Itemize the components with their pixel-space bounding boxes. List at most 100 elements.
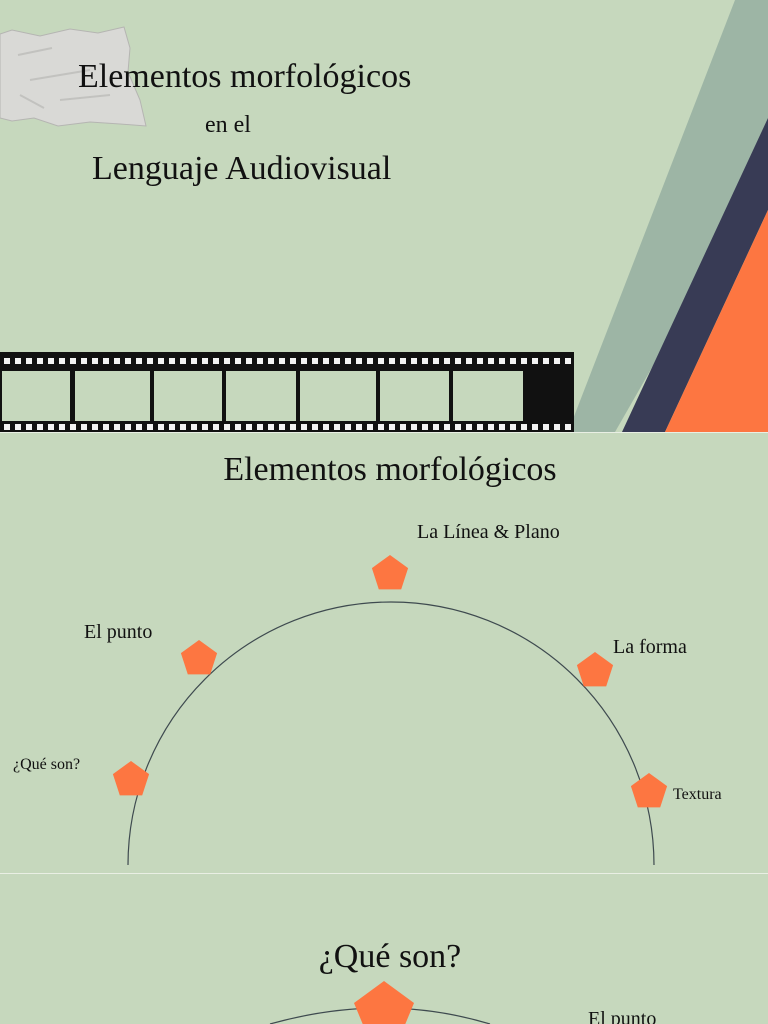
film-perforation bbox=[532, 424, 538, 430]
film-frame bbox=[154, 371, 222, 421]
film-perforation bbox=[400, 358, 406, 364]
film-perforation bbox=[477, 424, 483, 430]
film-perforation bbox=[323, 358, 329, 364]
film-perforation bbox=[279, 358, 285, 364]
label-el-punto: El punto bbox=[84, 621, 153, 643]
film-perforation bbox=[521, 424, 527, 430]
film-perforation bbox=[422, 358, 428, 364]
label-linea-plano: La Línea & Plano bbox=[417, 521, 560, 543]
film-perforation bbox=[246, 424, 252, 430]
slide-heading: ¿Qué son? bbox=[318, 938, 462, 975]
film-perforation bbox=[202, 424, 208, 430]
film-perforation bbox=[147, 424, 153, 430]
slide-heading: Elementos morfológicos bbox=[223, 451, 557, 488]
film-perforation bbox=[169, 424, 175, 430]
film-perforation bbox=[136, 358, 142, 364]
film-perforation bbox=[169, 358, 175, 364]
film-perforation bbox=[411, 358, 417, 364]
film-frame bbox=[453, 371, 523, 421]
film-perforation bbox=[37, 424, 43, 430]
film-frame bbox=[75, 371, 150, 421]
slide-divider bbox=[0, 873, 768, 874]
film-perforation bbox=[444, 358, 450, 364]
film-perforation bbox=[554, 424, 560, 430]
film-perforation bbox=[312, 358, 318, 364]
arc-line bbox=[127, 601, 655, 866]
slide-title-connector: en el bbox=[205, 112, 251, 138]
film-perforation bbox=[136, 424, 142, 430]
film-perforation bbox=[191, 424, 197, 430]
film-perforation bbox=[499, 424, 505, 430]
film-perforation bbox=[4, 424, 10, 430]
film-perforation bbox=[147, 358, 153, 364]
film-perforation bbox=[466, 424, 472, 430]
film-perforation bbox=[59, 358, 65, 364]
film-perforation bbox=[422, 424, 428, 430]
elements-slide: Elementos morfológicos La Línea & Plano … bbox=[0, 433, 768, 873]
film-perforation bbox=[433, 424, 439, 430]
film-perforation bbox=[532, 358, 538, 364]
film-perforation bbox=[15, 358, 21, 364]
pentagon-marker-icon bbox=[371, 555, 409, 590]
film-perforation bbox=[345, 424, 351, 430]
film-perforation bbox=[510, 424, 516, 430]
film-perforation bbox=[334, 358, 340, 364]
film-perforation bbox=[213, 424, 219, 430]
film-perforation bbox=[356, 358, 362, 364]
film-perforation bbox=[356, 424, 362, 430]
slide1-decorations bbox=[0, 0, 768, 432]
film-perforation bbox=[301, 424, 307, 430]
film-perforation bbox=[466, 358, 472, 364]
film-perforation bbox=[565, 424, 571, 430]
slide-divider bbox=[0, 432, 768, 433]
film-perforation bbox=[4, 358, 10, 364]
film-perforation bbox=[224, 424, 230, 430]
pentagon-marker-icon bbox=[630, 773, 668, 808]
film-perforation bbox=[290, 358, 296, 364]
film-perforation bbox=[158, 358, 164, 364]
film-frame bbox=[380, 371, 449, 421]
film-perforation bbox=[477, 358, 483, 364]
film-perforation bbox=[367, 424, 373, 430]
film-perforation bbox=[180, 424, 186, 430]
film-perforation bbox=[378, 424, 384, 430]
film-perforation bbox=[191, 358, 197, 364]
film-perforation bbox=[389, 424, 395, 430]
film-perforation bbox=[312, 424, 318, 430]
film-perforation bbox=[158, 424, 164, 430]
film-perforation bbox=[510, 358, 516, 364]
film-perforation bbox=[114, 358, 120, 364]
film-perforation bbox=[367, 358, 373, 364]
film-perforation bbox=[114, 424, 120, 430]
pentagon-marker-icon bbox=[576, 652, 614, 687]
diagonal-stripes bbox=[568, 0, 768, 432]
film-perforation bbox=[70, 358, 76, 364]
film-perforation bbox=[257, 424, 263, 430]
film-perforation bbox=[488, 424, 494, 430]
film-perforation bbox=[268, 358, 274, 364]
paper-note-icon bbox=[0, 26, 147, 127]
film-perforation bbox=[543, 358, 549, 364]
film-perforation bbox=[103, 424, 109, 430]
film-perforation bbox=[554, 358, 560, 364]
film-perforation bbox=[92, 358, 98, 364]
que-son-arc-diagram bbox=[269, 981, 491, 1024]
film-perforation bbox=[81, 358, 87, 364]
film-perforation bbox=[213, 358, 219, 364]
film-perforation bbox=[15, 424, 21, 430]
film-perforation bbox=[125, 424, 131, 430]
film-perforation bbox=[389, 358, 395, 364]
film-frame bbox=[300, 371, 376, 421]
film-perforation bbox=[400, 424, 406, 430]
film-perforation bbox=[235, 358, 241, 364]
film-strip-icon bbox=[0, 352, 574, 432]
label-la-forma: La forma bbox=[613, 636, 687, 658]
film-perforation bbox=[81, 424, 87, 430]
film-perforation bbox=[180, 358, 186, 364]
film-perforation bbox=[224, 358, 230, 364]
label-textura: Textura bbox=[673, 786, 722, 803]
film-perforation bbox=[48, 424, 54, 430]
film-perforation bbox=[301, 358, 307, 364]
film-perforation bbox=[70, 424, 76, 430]
label-el-punto: El punto bbox=[588, 1008, 657, 1024]
